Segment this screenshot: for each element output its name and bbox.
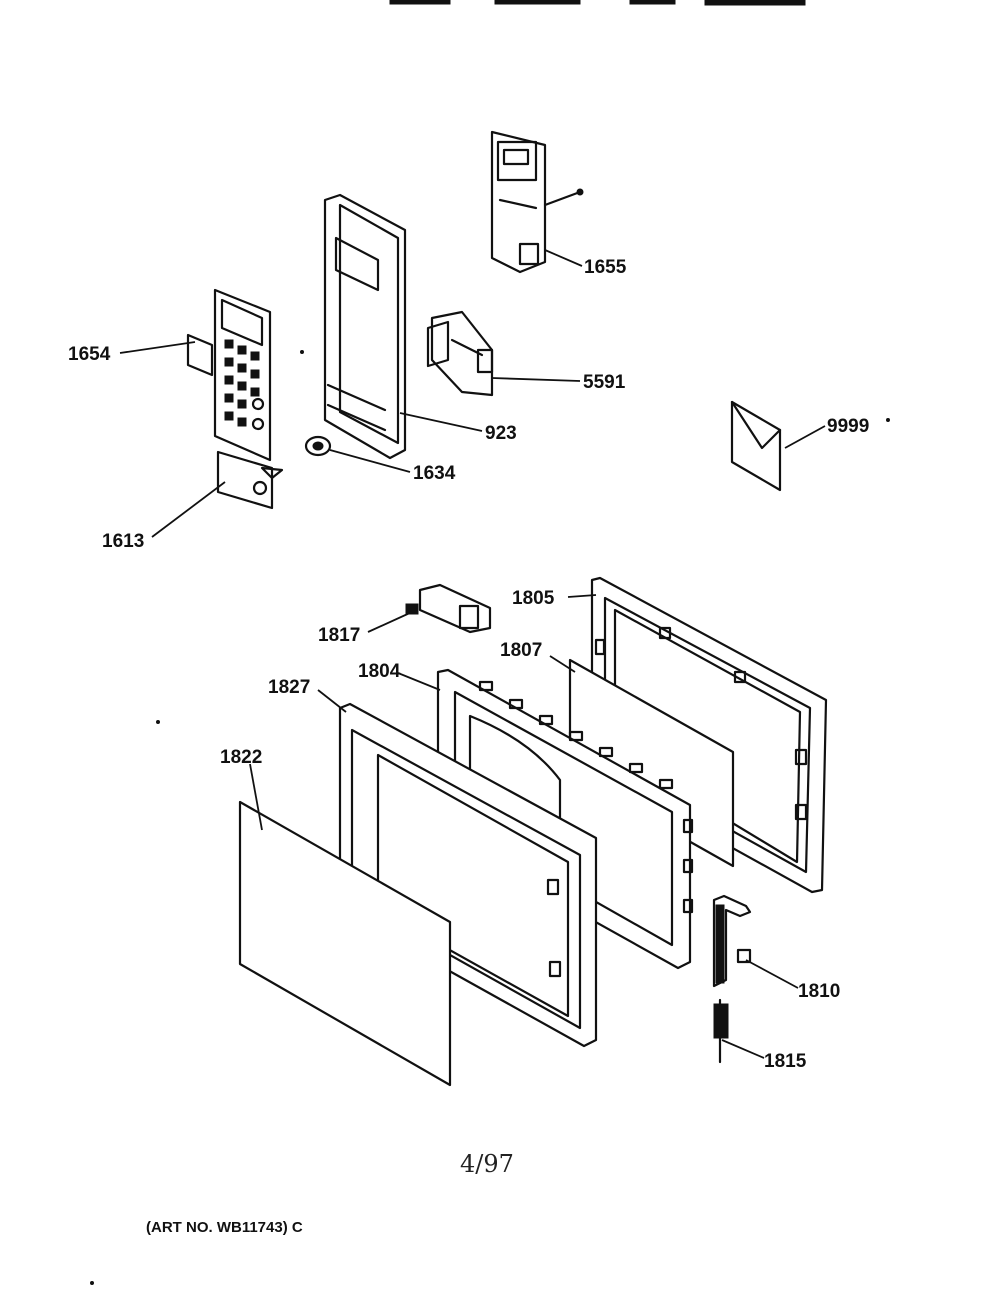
callout-9999: 9999	[827, 416, 869, 437]
callout-1634: 1634	[413, 463, 456, 484]
part-1613-latch	[216, 450, 284, 510]
callout-1807: 1807	[500, 640, 542, 661]
callout-1815: 1815	[764, 1051, 807, 1072]
inner-panel-tabs	[478, 680, 694, 914]
callout-923: 923	[485, 423, 517, 444]
part-1810-latch-bar	[712, 894, 752, 988]
callout-5591: 5591	[583, 372, 626, 393]
part-923-control-frame	[323, 193, 407, 460]
part-1817-hinge	[405, 583, 492, 634]
callout-1655: 1655	[584, 257, 627, 278]
part-9999-envelope	[730, 400, 782, 492]
part-5591-switch	[426, 310, 494, 397]
part-1654-keypad	[186, 288, 272, 462]
leader-lines	[119, 249, 826, 1059]
callout-1827: 1827	[268, 677, 310, 698]
revision-date: 4/97	[460, 1150, 514, 1178]
callout-1805: 1805	[512, 588, 555, 609]
scan-specks	[90, 350, 890, 1285]
callout-1817: 1817	[318, 625, 360, 646]
art-number: (ART NO. WB11743) C	[146, 1219, 303, 1236]
part-1822-front-panel	[238, 800, 452, 1087]
part-1827-outer-frame	[338, 702, 598, 1048]
callout-1654: 1654	[68, 344, 111, 365]
part-1655-control-board	[490, 130, 584, 274]
callout-labels: 1655 5591 9999 1654 923 1634 1613 1805 1…	[68, 257, 869, 1072]
callout-1822: 1822	[220, 747, 262, 768]
callout-1810: 1810	[798, 981, 840, 1002]
keypad-buttons	[224, 339, 265, 431]
callout-1804: 1804	[358, 661, 401, 682]
part-1815-spring	[713, 998, 729, 1064]
part-1634-knob	[304, 435, 332, 457]
cropped-header-marks	[389, 0, 806, 6]
callout-1613: 1613	[102, 531, 144, 552]
